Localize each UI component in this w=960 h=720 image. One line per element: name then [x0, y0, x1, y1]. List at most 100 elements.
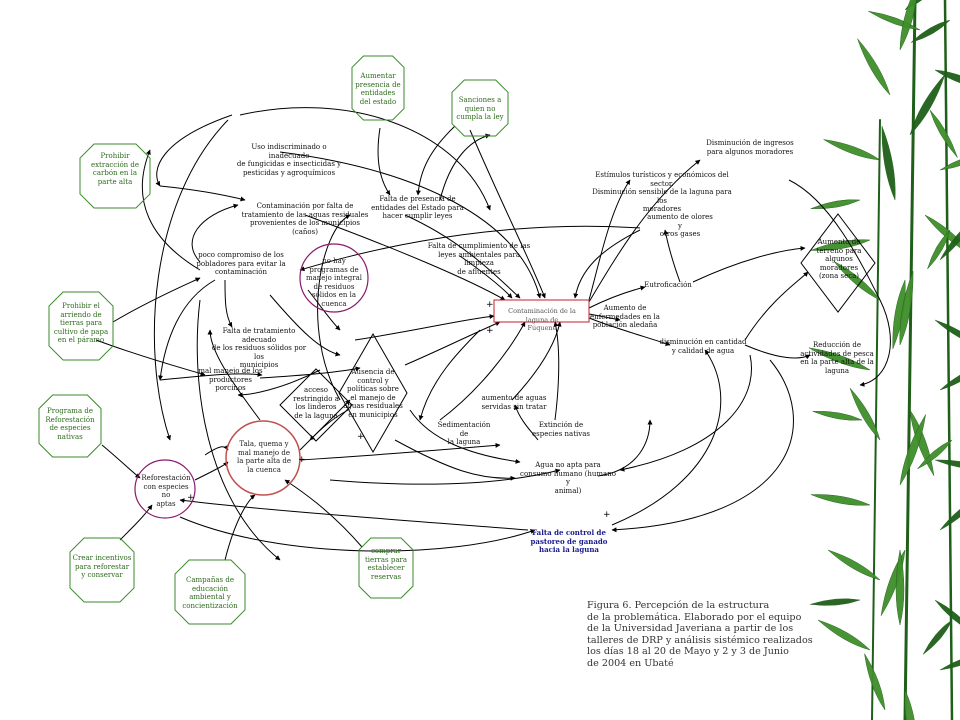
- bamboo-leaf: [929, 109, 958, 158]
- causal-arrow: [159, 371, 263, 381]
- causal-arrow: [588, 285, 646, 309]
- octagon-sanciones: [451, 79, 509, 137]
- node-tala-quema: Tala, quema y mal manejo de la parte alt…: [236, 440, 292, 474]
- diamond-acceso-restringido: [279, 368, 353, 442]
- bamboo-leaf: [904, 689, 915, 720]
- node-contaminacion-laguna: Contaminación de la laguna de Fúquene: [508, 307, 576, 332]
- bamboo-leaf: [934, 69, 960, 84]
- bamboo-leaf: [922, 619, 953, 655]
- node-reduccion-pesca: Reducción de actividades de pesca en la …: [800, 341, 874, 375]
- bamboo-leaf: [864, 653, 886, 711]
- node-aumento-enfermedades: Aumento de enfermedades en la población …: [590, 304, 660, 329]
- causal-arrow: [119, 504, 153, 541]
- bamboo-leaf: [939, 231, 960, 261]
- bamboo-leaf: [881, 126, 896, 201]
- node-eutroficacion: Eutroficación: [644, 281, 692, 289]
- node-falta-control-ganado: Falta de control de pastoreo de ganado h…: [530, 528, 608, 554]
- node-sanciones: Sanciones a quien no cumpla la ley: [456, 96, 504, 121]
- node-comprar-tierras: comprar tierras para establecer reservas: [364, 547, 408, 581]
- bamboo-leaf: [810, 494, 871, 506]
- bamboo-stem: [943, 0, 954, 720]
- bamboo-leaf: [827, 549, 881, 581]
- node-campanas: Campañas de educación ambiental y concie…: [182, 576, 238, 610]
- bamboo-leaf: [833, 261, 881, 301]
- bamboo-leaf: [927, 229, 951, 270]
- causal-arrow: [611, 359, 794, 533]
- octagon-comprar-tierras: [358, 537, 414, 599]
- diamond-aumento-terreno: [800, 213, 876, 313]
- bamboo-leaf: [934, 599, 960, 625]
- causal-arrow: [404, 321, 501, 366]
- causal-arrow: [354, 314, 495, 341]
- causal-arrow: [511, 321, 562, 401]
- causal-arrow: [112, 277, 201, 323]
- causal-arrow: [619, 354, 752, 472]
- node-sedimentacion: Sedimentación de la laguna: [437, 421, 491, 446]
- bamboo-leaf: [810, 598, 861, 606]
- causal-arrow: [95, 339, 206, 376]
- causal-arrow: [196, 299, 281, 561]
- node-aumentar-presencia: Aumentar presencia de entidades del esta…: [355, 72, 401, 106]
- octagon-aumentar-presencia: [351, 55, 405, 121]
- node-acceso-restringido: acceso restringido a los linderos de la …: [293, 386, 339, 420]
- node-falta-presencia: Falta de presencia de entidades del Esta…: [371, 195, 464, 220]
- causal-arrow: [101, 444, 141, 479]
- node-reforestacion-especies: Reforestación con especies no aptas: [141, 474, 191, 508]
- bamboo-leaf: [909, 74, 946, 136]
- caption-line: los días 18 al 20 de Mayo y 2 y 3 de Jun…: [587, 646, 789, 657]
- bamboo-leaf: [817, 619, 871, 651]
- bamboo-leaf: [939, 159, 960, 171]
- node-falta-cumplimiento: Falta de cumplimiento de las leyes ambie…: [427, 242, 531, 276]
- causal-arrow: [553, 321, 560, 421]
- causal-arrow: [744, 271, 809, 341]
- causal-arrow: [588, 179, 631, 301]
- causal-arrow: [394, 439, 516, 481]
- node-uso-indiscriminado: Uso indiscriminado o inadecuado de fungi…: [236, 143, 342, 177]
- bamboo-leaf: [899, 414, 926, 486]
- circle-tala-quema: [225, 420, 301, 496]
- node-aumento-aguas-servidas: aumento de aguas servidas sin tratar: [481, 394, 547, 411]
- node-agua-no-apta: Agua no apta para consumo humano (humano…: [520, 461, 616, 495]
- polarity-plus: +: [298, 455, 306, 465]
- causal-arrow: [191, 203, 239, 263]
- causal-arrow: [159, 185, 246, 202]
- bamboo-stem: [871, 119, 881, 720]
- causal-arrow: [588, 159, 701, 303]
- bamboo-stem: [903, 0, 917, 720]
- bamboo-leaf: [939, 659, 960, 671]
- node-no-hay-programas: no hay programas de manejo integral de r…: [305, 257, 362, 308]
- bamboo-leaf: [810, 199, 861, 210]
- causal-arrow: [514, 404, 539, 441]
- causal-arrow: [744, 344, 811, 360]
- causal-arrow: [329, 468, 561, 485]
- causal-arrow: [307, 289, 341, 331]
- bamboo-leaf: [812, 410, 863, 421]
- bamboo-leaf: [849, 387, 881, 441]
- bamboo-leaf: [823, 139, 881, 161]
- causal-arrow: [269, 294, 341, 357]
- polarity-plus: +: [187, 493, 195, 503]
- node-ausencia-control: Ausencia de control y políticas sobre el…: [343, 368, 403, 419]
- polarity-plus: +: [357, 432, 365, 442]
- node-disminucion-cantidad: disminución en cantidad y calidad de agu…: [659, 338, 747, 355]
- causal-arrow: [207, 329, 261, 421]
- causal-arrow: [204, 444, 229, 456]
- node-prohibir-extraccion: Prohibir extracción de carbón en la part…: [90, 152, 140, 186]
- bamboo-leaf: [939, 508, 960, 531]
- caption-line: de la Universidad Javeriana a partir de …: [587, 623, 794, 634]
- causal-arrow: [153, 119, 229, 441]
- bamboo-decoration: [808, 0, 960, 720]
- node-poco-compromiso: poco compromiso de los pobladores para e…: [196, 251, 286, 276]
- bamboo-leaf: [934, 319, 960, 339]
- causal-arrow: [317, 214, 351, 401]
- bamboo-leaf: [899, 271, 914, 346]
- causal-arrow: [141, 149, 201, 271]
- causal-arrow: [224, 279, 233, 328]
- octagon-prohibir-extraccion: [79, 143, 151, 209]
- causal-arrow: [588, 313, 621, 322]
- caption-line: Figura 6. Percepción de la estructura: [587, 600, 770, 611]
- causal-arrow: [611, 349, 722, 526]
- causal-arrow: [237, 369, 321, 398]
- bamboo-leaf: [910, 19, 951, 43]
